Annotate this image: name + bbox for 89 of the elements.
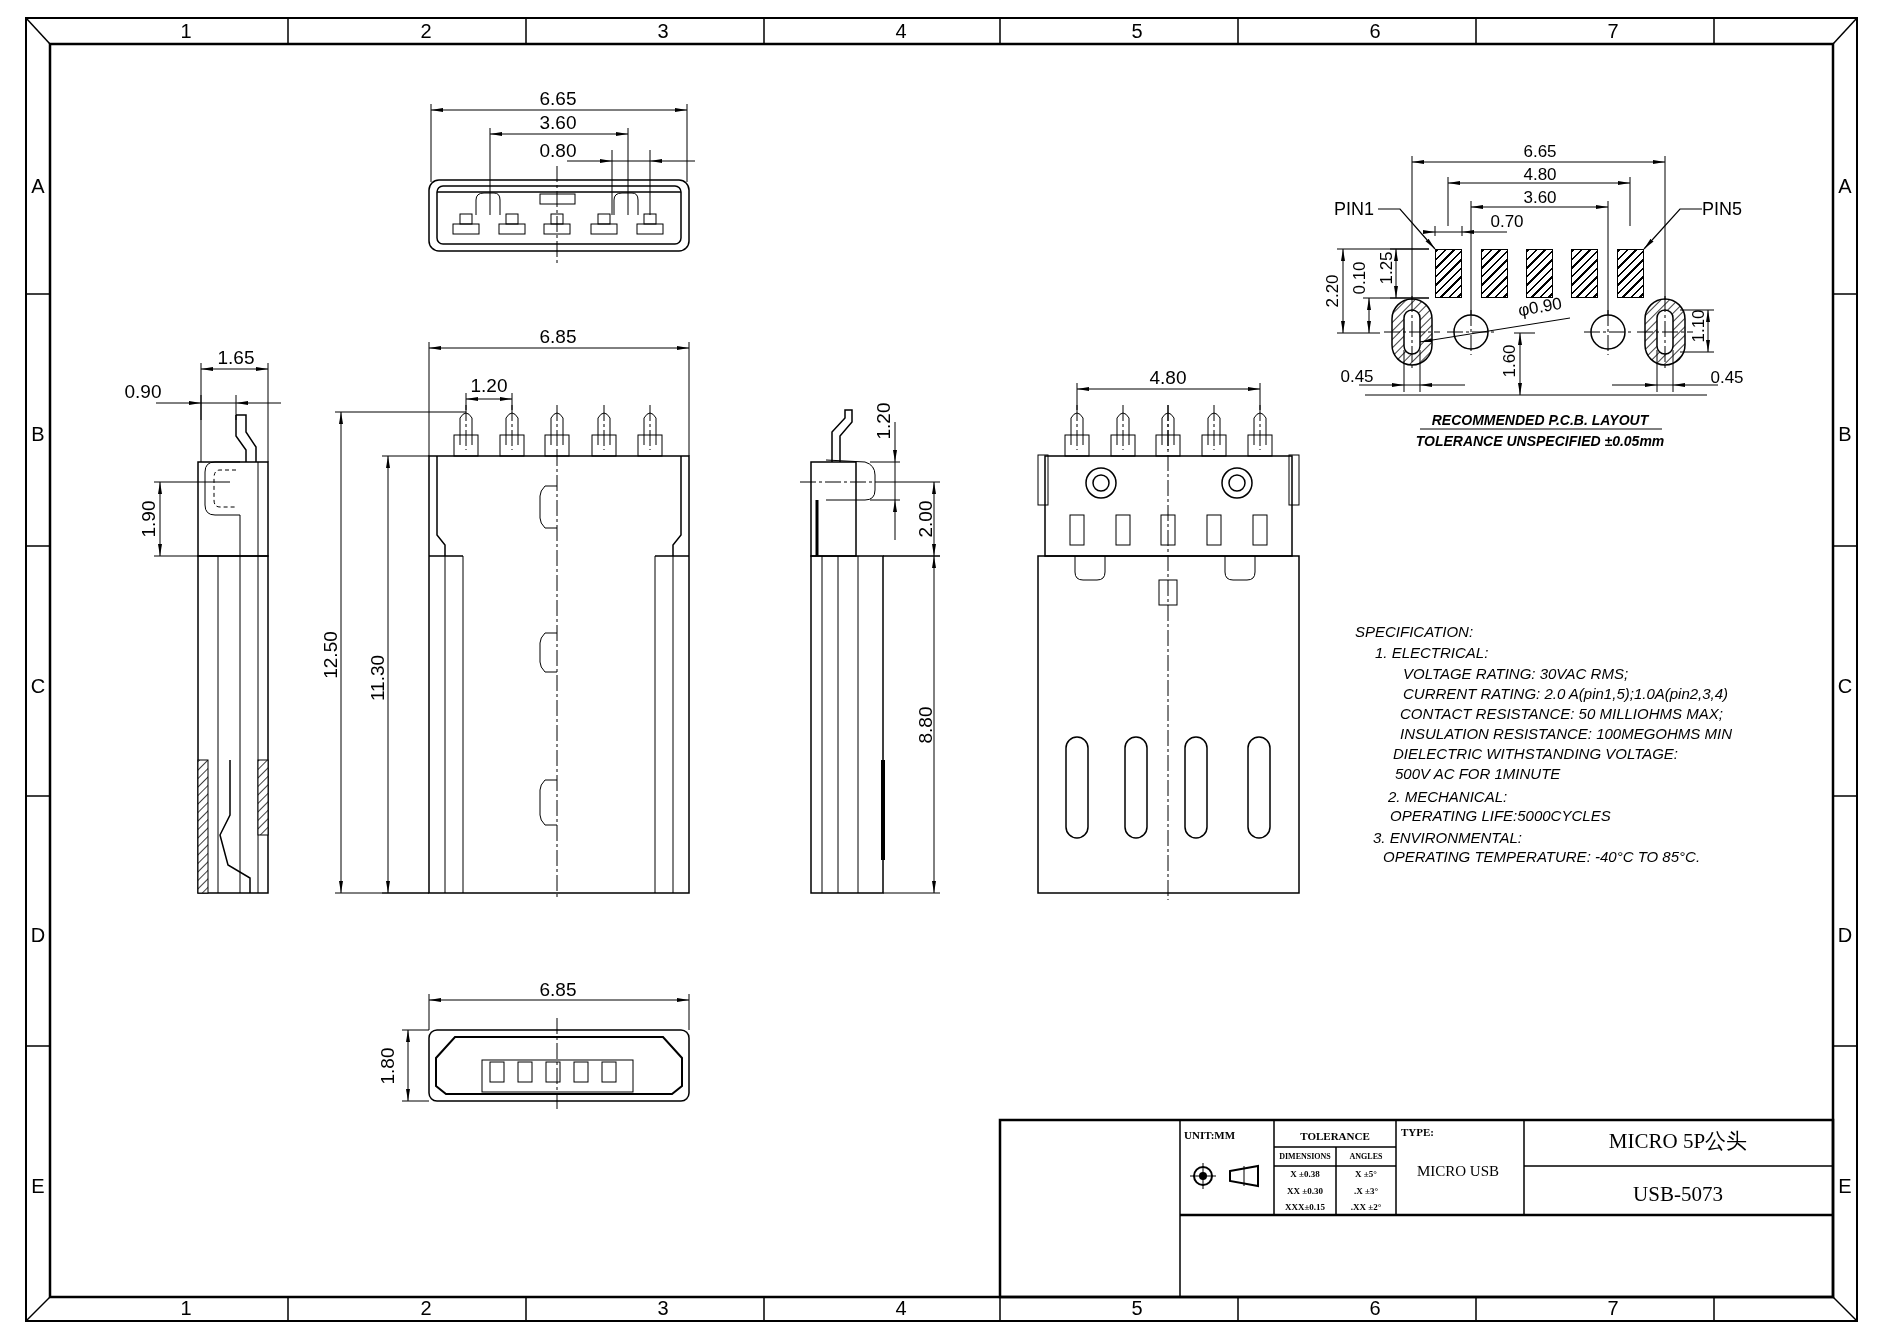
dimension-value: 1.25 <box>1377 251 1395 285</box>
dimension-value: 1.20 <box>873 402 893 440</box>
title-block-text: ANGLES <box>1349 1153 1383 1161</box>
title-block-text: X ±5° <box>1355 1169 1377 1179</box>
specification-text: OPERATING LIFE:5000CYCLES <box>1390 807 1611 823</box>
title-block-text: DIMENSIONS <box>1279 1153 1331 1161</box>
dimension-value: 0.10 <box>1350 261 1368 295</box>
dimension-value: 2.00 <box>915 500 935 538</box>
title-block-text: MICRO USB <box>1416 1163 1500 1179</box>
specification-text: 1. ELECTRICAL: <box>1375 644 1489 660</box>
zone-letter: B <box>31 424 45 444</box>
title-block-text: USB-5073 <box>1633 1183 1723 1205</box>
solder-pad <box>1617 249 1644 298</box>
dimension-value: 1.20 <box>470 375 508 395</box>
leader-line <box>1643 208 1703 250</box>
note-text: RECOMMENDED P.C.B. LAYOUT <box>1431 413 1649 427</box>
dimension-value: 6.85 <box>539 326 577 346</box>
title-block-text: TOLERANCE <box>1300 1130 1370 1142</box>
specification-text: 2. MECHANICAL: <box>1388 788 1508 804</box>
solder-pad <box>1481 249 1508 298</box>
dimension-value: 3.60 <box>539 112 577 132</box>
dimension-value: 6.85 <box>539 979 577 999</box>
dimension-value: 3.60 <box>1523 188 1557 206</box>
dimension-value: 4.80 <box>1523 165 1557 183</box>
title-block-text: XX ±0.30 <box>1287 1186 1323 1196</box>
dimension-value: 0.80 <box>539 140 577 160</box>
zone-number: 5 <box>1131 1298 1143 1318</box>
zone-number: 4 <box>895 21 907 41</box>
title-block-text: UNIT:MM <box>1184 1129 1236 1141</box>
zone-letter: A <box>31 176 45 196</box>
dimension-value: 0.45 <box>1340 367 1374 385</box>
zone-number: 1 <box>180 1298 192 1318</box>
zone-number: 3 <box>657 21 669 41</box>
dimension-value: 6.65 <box>1523 142 1557 160</box>
zone-letter: A <box>1838 176 1852 196</box>
dimension-value: 6.65 <box>539 88 577 108</box>
dimension-value: 1.60 <box>1500 344 1518 378</box>
leader-line <box>1377 208 1436 250</box>
dimension-value: 1.90 <box>138 500 158 538</box>
specification-text: VOLTAGE RATING: 30VAC RMS; <box>1403 665 1629 681</box>
dimension-value: 0.90 <box>124 381 162 401</box>
dimension-value: 1.80 <box>377 1047 397 1085</box>
zone-number: 2 <box>420 21 432 41</box>
zone-number: 1 <box>180 21 192 41</box>
title-block-text: .XX ±2° <box>1350 1202 1382 1212</box>
solder-pad <box>1571 249 1598 298</box>
zone-letter: C <box>1837 676 1853 696</box>
zone-letter: D <box>30 925 46 945</box>
pin-label: PIN5 <box>1702 199 1750 219</box>
zone-number: 6 <box>1369 21 1381 41</box>
dimension-value: 4.80 <box>1149 367 1187 387</box>
specification-text: 500V AC FOR 1MINUTE <box>1395 765 1561 781</box>
specification-text: INSULATION RESISTANCE: 100MEGOHMS MIN <box>1400 725 1732 741</box>
dimension-value: 1.65 <box>217 347 255 367</box>
specification-text: CURRENT RATING: 2.0 A(pin1,5);1.0A(pin2,3,4) <box>1403 685 1729 701</box>
zone-number: 2 <box>420 1298 432 1318</box>
dimension-value: 12.50 <box>320 631 340 679</box>
dimension-value: 2.20 <box>1323 274 1341 308</box>
zone-number: 6 <box>1369 1298 1381 1318</box>
title-block-text: MICRO 5P公头 <box>1608 1130 1748 1152</box>
specification-text: SPECIFICATION: <box>1355 623 1474 639</box>
zone-number: 3 <box>657 1298 669 1318</box>
dimension-value: 0.70 <box>1490 212 1524 230</box>
specification-text: CONTACT RESISTANCE: 50 MILLIOHMS MAX; <box>1400 705 1723 721</box>
zone-number: 7 <box>1607 21 1619 41</box>
specification-text: DIELECTRIC WITHSTANDING VOLTAGE: <box>1393 745 1679 761</box>
zone-number: 4 <box>895 1298 907 1318</box>
note-text: TOLERANCE UNSPECIFIED ±0.05mm <box>1415 434 1665 448</box>
zone-letter: B <box>1838 424 1852 444</box>
specification-text: 3. ENVIRONMENTAL: <box>1373 829 1522 845</box>
specification-text: OPERATING TEMPERATURE: -40°C TO 85°C. <box>1383 848 1701 864</box>
zone-letter: E <box>1838 1176 1852 1196</box>
dimension-value: 1.10 <box>1689 309 1707 343</box>
dimension-value: 11.30 <box>367 654 387 702</box>
zone-letter: D <box>1837 925 1853 945</box>
title-block-text: XXX±0.15 <box>1284 1202 1326 1212</box>
dimension-value: 0.45 <box>1710 368 1744 386</box>
zone-letter: E <box>31 1176 45 1196</box>
dimension-value: φ0.90 <box>1516 294 1564 320</box>
zone-number: 7 <box>1607 1298 1619 1318</box>
title-block-text: .X ±3° <box>1354 1186 1378 1196</box>
solder-pad <box>1435 249 1462 298</box>
pin-label: PIN1 <box>1334 199 1378 219</box>
solder-pad <box>1526 249 1553 298</box>
title-block-text: X ±0.38 <box>1290 1169 1320 1179</box>
title-block-text: TYPE: <box>1401 1126 1434 1138</box>
zone-number: 5 <box>1131 21 1143 41</box>
dimension-value: 8.80 <box>915 706 935 744</box>
zone-letter: C <box>30 676 46 696</box>
